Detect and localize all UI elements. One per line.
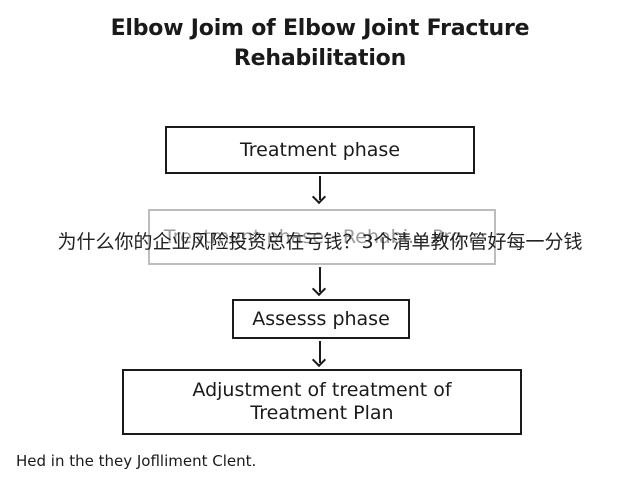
diagram-title: Elbow Joim of Elbow Joint Fracture Rehab… [0,14,640,74]
node-assess-phase: Assesss phase [232,299,410,339]
node-obscured-phase: Treatment phase - Rehabi... Pro... [148,209,496,265]
node-treatment-phase-label: Treatment phase [239,138,401,161]
node-treatment-phase: Treatment phase [165,126,475,174]
node-assess-phase-label: Assesss phase [252,307,390,330]
diagram-caption: Hed in the they Joflliment Clent. [16,452,257,470]
arrow-down-2 [319,267,321,292]
node-adjustment-plan-line-1: Adjustment of treatment of [192,379,452,401]
node-adjustment-plan-label: Adjustment of treatment of Treatment Pla… [192,379,451,425]
arrow-down-1 [319,176,321,200]
node-obscured-phase-label: Treatment phase - Rehabi... Pro... [163,225,481,248]
diagram-title-line-2: Rehabilitation [233,46,407,71]
overlay-headline: 为什么你的企业风险投资总在亏钱？3个清单教你管好每一分钱 [57,231,583,253]
arrow-down-3 [319,341,321,363]
node-adjustment-plan: Adjustment of treatment of Treatment Pla… [122,369,522,435]
node-adjustment-plan-line-2: Treatment Plan [250,402,394,424]
diagram-title-line-1: Elbow Joim of Elbow Joint Fracture [110,16,530,41]
